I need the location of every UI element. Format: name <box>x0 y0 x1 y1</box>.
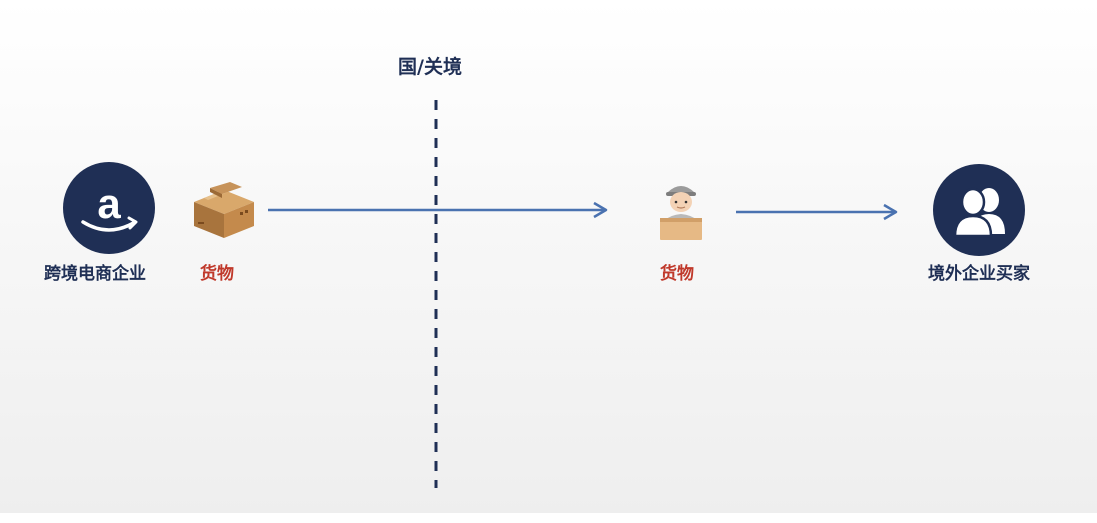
goods-delivery-label: 货物 <box>660 264 694 284</box>
package-box-icon <box>190 182 258 240</box>
seller-label: 跨境电商企业 <box>44 264 146 284</box>
buyer-label: 境外企业买家 <box>928 264 1030 284</box>
svg-text:a: a <box>97 180 121 227</box>
bottom-strip <box>0 513 1097 523</box>
flow-arrow-2 <box>736 203 898 221</box>
amazon-logo-icon: a <box>63 162 155 254</box>
border-title: 国/关境 <box>398 56 462 78</box>
flow-arrow-1 <box>268 201 608 219</box>
goods-origin-label: 货物 <box>200 264 234 284</box>
border-dashed-line <box>434 100 438 488</box>
courier-person-icon <box>654 178 708 242</box>
users-icon <box>933 164 1025 256</box>
